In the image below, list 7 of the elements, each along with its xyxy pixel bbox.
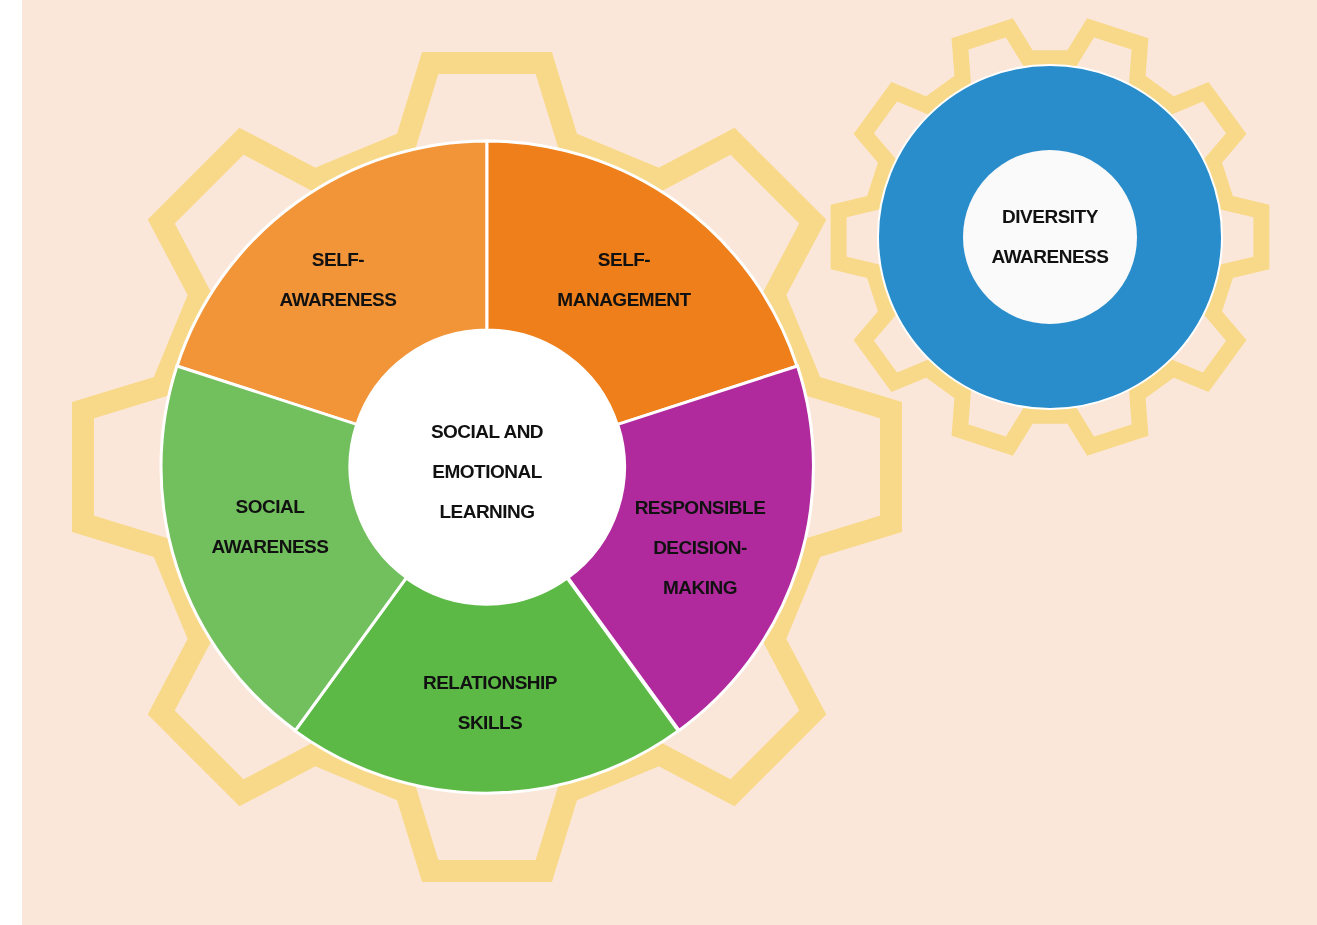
segment-label: SELF-AWARENESS	[278, 248, 398, 312]
segment-label: RELATIONSHIP SKILLS	[421, 671, 558, 735]
segment-label: SOCIAL AWARENESS	[210, 495, 330, 559]
segment-label: SELF-MANAGEMENT	[556, 248, 692, 312]
segment-label: RESPONSIBLE DECISION-MAKING	[633, 496, 767, 600]
center-label: SOCIAL AND EMOTIONAL LEARNING	[429, 420, 545, 524]
center-label: DIVERSITY AWARENESS	[990, 205, 1110, 269]
